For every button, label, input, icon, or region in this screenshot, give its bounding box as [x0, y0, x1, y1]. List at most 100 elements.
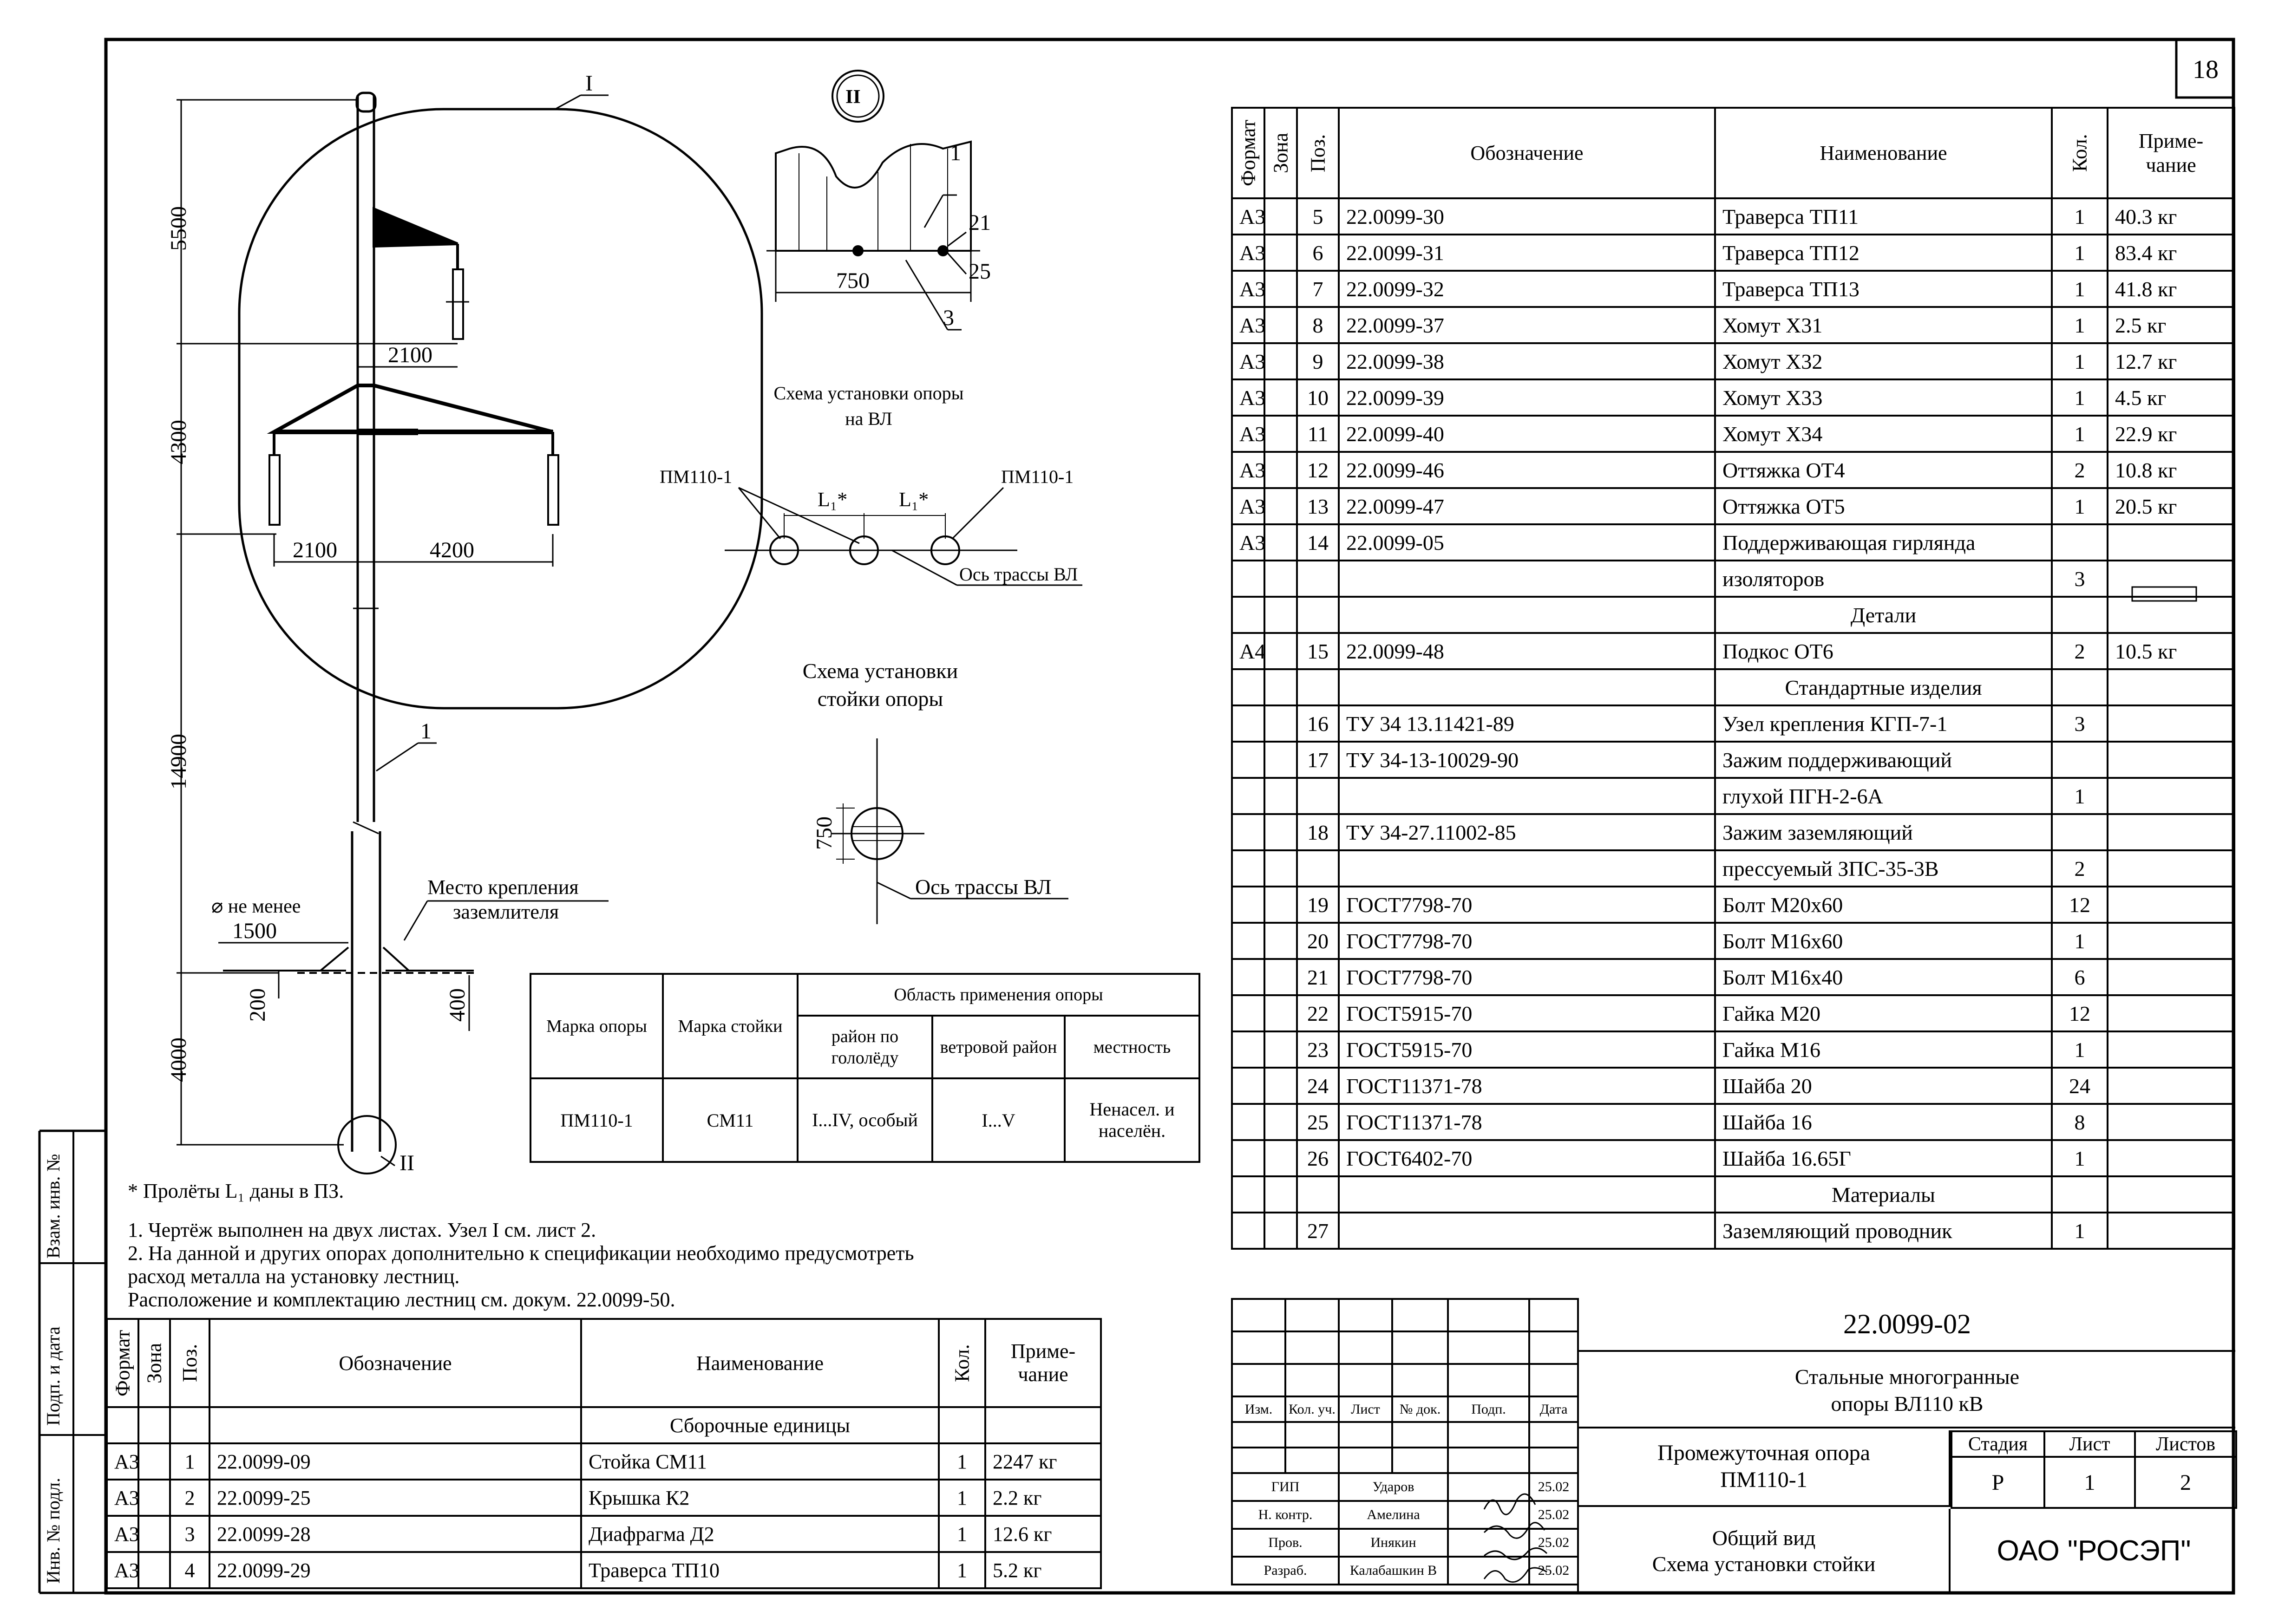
cell-format — [1231, 813, 1265, 851]
dim-5500: 5500 — [166, 206, 191, 251]
cell-name: Болт М16х40 — [1714, 958, 2053, 996]
app-h-area: Область применения опоры — [796, 973, 1201, 1017]
cell-qty: 1 — [2051, 342, 2108, 380]
cell-format: А3 — [1231, 270, 1265, 308]
cell-name: Крышка К2 — [580, 1479, 940, 1517]
dim-750b: 750 — [812, 816, 837, 850]
dim-750a: 750 — [836, 268, 870, 293]
sheet-title: Общий вид Схема установки стойки — [1579, 1509, 1951, 1593]
tb-h-data: Дата — [1528, 1396, 1579, 1423]
cell-zone — [137, 1551, 171, 1589]
cell-note — [2107, 668, 2235, 706]
hdr-name: Наименование — [580, 1318, 940, 1408]
cell-note — [2107, 1103, 2235, 1141]
cell-zone — [1264, 270, 1298, 308]
tb-h-ndok: № док. — [1391, 1396, 1449, 1423]
cell-name: Поддерживающая гирлянда — [1714, 523, 2053, 561]
cell-format — [1231, 958, 1265, 996]
cell-pos: 9 — [1296, 342, 1340, 380]
cell-zone — [1264, 560, 1298, 598]
cell-zone — [137, 1515, 171, 1553]
cell-designation: 22.0099-29 — [209, 1551, 582, 1589]
dim-4200: 4200 — [430, 538, 474, 562]
cell-name: Стандартные изделия — [1714, 668, 2053, 706]
cell-name: Траверса ТП12 — [1714, 234, 2053, 272]
cell-name: Гайка М16 — [1714, 1030, 2053, 1069]
cell-designation — [1338, 1212, 1716, 1250]
cell-qty — [2051, 596, 2108, 634]
cell-note — [2107, 1030, 2235, 1069]
dim-4300: 4300 — [166, 420, 191, 464]
person-name: Калабашкин В — [1338, 1556, 1449, 1585]
cell-zone — [1264, 306, 1298, 344]
cell-note — [2107, 958, 2235, 996]
cell-qty: 1 — [2051, 197, 2108, 235]
cell-designation — [1338, 849, 1716, 887]
cell-pos: 8 — [1296, 306, 1340, 344]
cell-qty: 1 — [2051, 378, 2108, 417]
cell-note — [2107, 1212, 2235, 1250]
app-v-stand: СМ11 — [662, 1077, 799, 1163]
cell-zone — [1264, 487, 1298, 525]
cell-name: Траверса ТП13 — [1714, 270, 2053, 308]
app-v-brand: ПМ110-1 — [530, 1077, 664, 1163]
tb-stage: Р — [1951, 1456, 2045, 1509]
cell-zone — [1264, 668, 1298, 706]
cell-name: Гайка М20 — [1714, 994, 2053, 1032]
cell-zone — [1264, 1139, 1298, 1177]
cell-name: Заземляющий проводник — [1714, 1212, 2053, 1250]
cell-format — [1231, 668, 1265, 706]
cell-note: 40.3 кг — [2107, 197, 2235, 235]
cell-pos: 26 — [1296, 1139, 1340, 1177]
cell-zone — [1264, 777, 1298, 815]
hdr-note: Приме-чание — [2107, 107, 2235, 199]
cell-name: Материалы — [1714, 1175, 2053, 1213]
cell-format — [106, 1406, 139, 1444]
hdr-format: Формат — [1232, 108, 1264, 198]
cell-zone — [1264, 415, 1298, 453]
axis-vl-label-1: Ось трассы ВЛ — [959, 564, 1078, 585]
cell-format: А3 — [106, 1551, 139, 1589]
cell-pos: 3 — [169, 1515, 210, 1553]
signature-cell — [1447, 1500, 1530, 1530]
detail-ii — [766, 70, 980, 331]
dim-1500: 1500 — [232, 919, 277, 943]
cell-format: А3 — [106, 1442, 139, 1481]
cell-qty: 1 — [2051, 1212, 2108, 1250]
app-h-terrain: местность — [1063, 1015, 1201, 1079]
node-i-envelope — [238, 108, 763, 710]
cell-format: А3 — [1231, 197, 1265, 235]
cell-zone — [1264, 234, 1298, 272]
cell-zone — [1264, 886, 1298, 924]
cell-format: А3 — [1231, 451, 1265, 489]
cell-note — [2107, 1175, 2235, 1213]
cell-pos: 20 — [1296, 922, 1340, 960]
cell-designation: 22.0099-40 — [1338, 415, 1716, 453]
cell-zone — [1264, 1103, 1298, 1141]
cell-zone — [1264, 922, 1298, 960]
cell-pos: 1 — [169, 1442, 210, 1481]
dim-2100b: 2100 — [293, 538, 337, 562]
hdr-name: Наименование — [1714, 107, 2053, 199]
cell-name: глухой ПГН-2-6А — [1714, 777, 2053, 815]
cell-qty — [2051, 1175, 2108, 1213]
cell-note: 83.4 кг — [2107, 234, 2235, 272]
app-h-ice: район по гололёду — [797, 1015, 933, 1079]
tb-h-koluch: Кол. уч. — [1284, 1396, 1340, 1423]
cell-designation: 22.0099-38 — [1338, 342, 1716, 380]
cell-pos: 17 — [1296, 741, 1340, 779]
scheme-vl-title-1: Схема установки опоры — [773, 383, 963, 404]
note-2b: расход металла на установку лестниц. — [128, 1265, 460, 1288]
app-v-terrain: Ненасел. и населён. — [1063, 1077, 1201, 1163]
cell-pos: 6 — [1296, 234, 1340, 272]
